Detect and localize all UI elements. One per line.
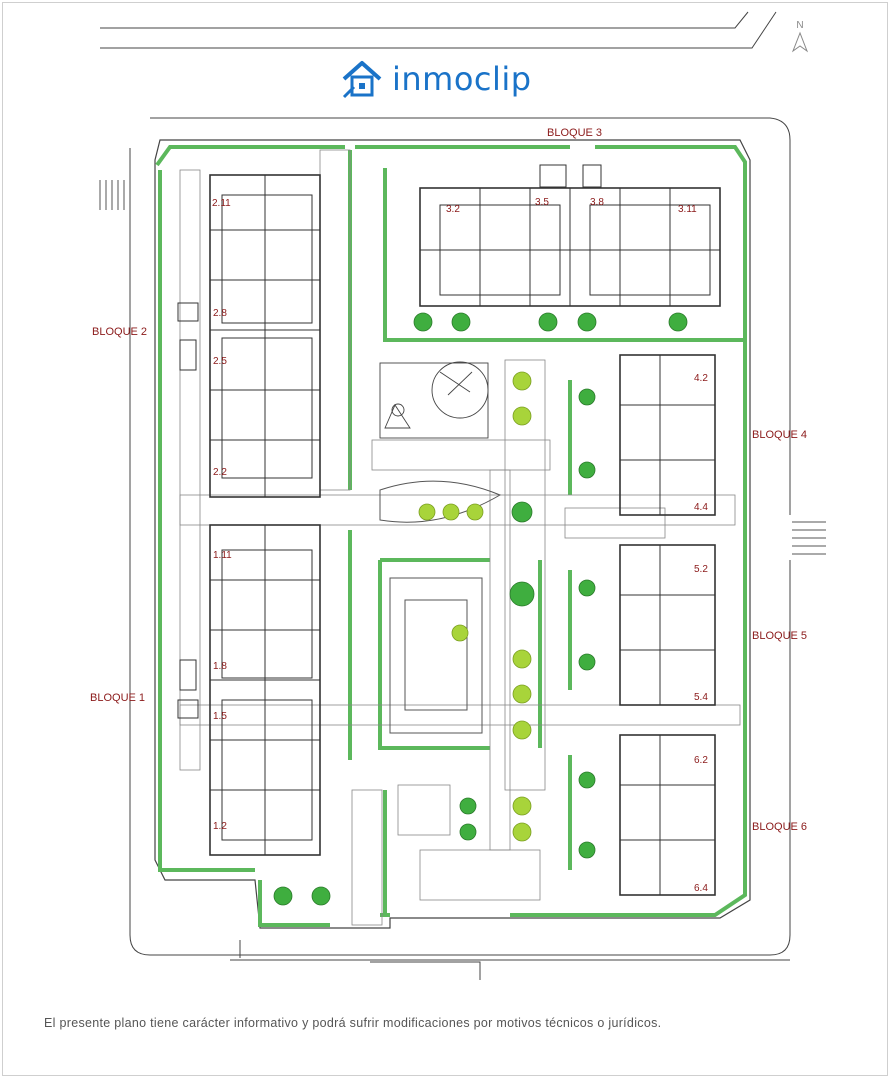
label-bloque-3: BLOQUE 3 xyxy=(547,127,602,139)
label-bloque-5: BLOQUE 5 xyxy=(752,630,807,642)
north-indicator: N xyxy=(790,20,810,56)
street-lines xyxy=(100,11,791,980)
trees xyxy=(273,312,688,906)
bloque-1-building xyxy=(177,524,321,856)
unit-label: 4.2 xyxy=(694,373,708,384)
label-bloque-2: BLOQUE 2 xyxy=(92,326,147,338)
disclaimer-text: El presente plano tiene carácter informa… xyxy=(44,1016,662,1030)
bloque-6-building xyxy=(619,734,716,896)
unit-label: 1.5 xyxy=(213,711,227,722)
playground xyxy=(379,361,489,439)
bloque-3-building xyxy=(419,164,721,307)
unit-label: 3.2 xyxy=(446,204,460,215)
unit-label: 6.2 xyxy=(694,755,708,766)
unit-label: 6.4 xyxy=(694,883,708,894)
crosswalk-east xyxy=(792,521,826,555)
plot-boundary xyxy=(154,139,751,929)
house-icon xyxy=(342,61,382,99)
label-bloque-1: BLOQUE 1 xyxy=(90,692,145,704)
brand-name: inmoclip xyxy=(392,60,532,98)
walkways xyxy=(179,149,741,926)
unit-label: 4.4 xyxy=(694,502,708,513)
palm-trees xyxy=(418,371,532,842)
bloque-4-building xyxy=(619,354,716,516)
unit-label: 2.11 xyxy=(212,198,231,209)
bloque-5-building xyxy=(619,544,716,706)
label-bloque-6: BLOQUE 6 xyxy=(752,821,807,833)
unit-label: 1.11 xyxy=(213,550,232,561)
label-bloque-4: BLOQUE 4 xyxy=(752,429,807,441)
bloque-2-building xyxy=(177,174,321,498)
brand-logo: inmoclip xyxy=(340,54,532,104)
north-label: N xyxy=(796,20,804,31)
unit-label: 3.8 xyxy=(590,197,604,208)
north-arrow-icon xyxy=(791,31,809,53)
swimming-pool xyxy=(379,480,502,734)
unit-label: 2.2 xyxy=(213,467,227,478)
unit-label: 2.5 xyxy=(213,356,227,367)
unit-label: 1.8 xyxy=(213,661,227,672)
unit-label: 1.2 xyxy=(213,821,227,832)
unit-label: 2.8 xyxy=(213,308,227,319)
unit-label: 3.5 xyxy=(535,197,549,208)
unit-label: 3.11 xyxy=(678,204,697,215)
site-plan: BLOQUE 2 BLOQUE 1 BLOQUE 3 BLOQUE 4 BLOQ… xyxy=(90,11,826,980)
hedges xyxy=(155,145,747,927)
unit-label: 5.4 xyxy=(694,692,708,703)
unit-label: 5.2 xyxy=(694,564,708,575)
crosswalk-west xyxy=(99,180,125,210)
